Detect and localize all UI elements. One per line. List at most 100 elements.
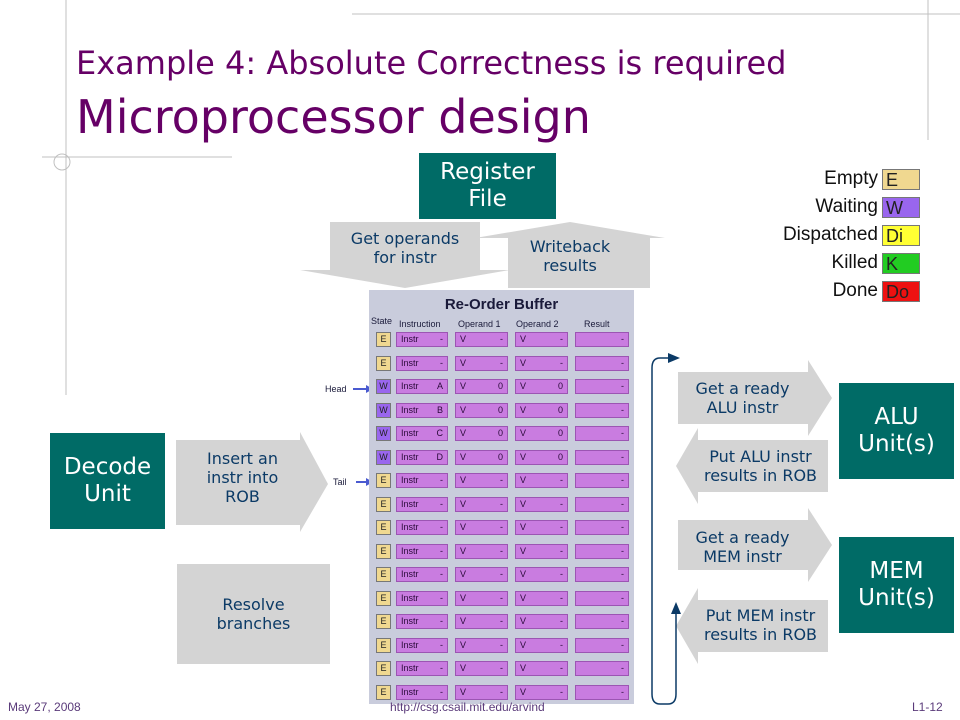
- rob-row-operand1: V-: [455, 332, 508, 347]
- rob-title: Re-Order Buffer: [444, 296, 559, 313]
- rob-row-operand2: V-: [515, 496, 568, 512]
- rob-row-instruction-right: C: [436, 428, 444, 438]
- rob-row-operand1-left: V: [460, 545, 467, 556]
- rob-row-operand1-right: -: [500, 616, 503, 626]
- rob-row-instruction-left: Instr: [401, 616, 419, 626]
- rob-row-operand2: V-: [515, 661, 568, 676]
- rob-row-operand2-right: -: [560, 569, 563, 579]
- rob-row-state: E: [376, 332, 391, 347]
- rob-row-operand1-left: V: [460, 686, 467, 697]
- rob-row-operand1: V-: [455, 473, 508, 488]
- rob-row-result: -: [575, 496, 629, 512]
- col-instruction: Instruction: [399, 319, 441, 329]
- get-ready-mem-label: Get a ready MEM instr: [695, 528, 790, 566]
- col-state: State: [371, 316, 393, 326]
- rob-row-operand1-right: 0: [497, 451, 503, 462]
- rob-row-instruction: Instr-: [396, 332, 448, 347]
- rob-row-result: -: [575, 355, 629, 371]
- rob-row-operand1-right: -: [500, 357, 503, 368]
- rob-row-operand1-right: -: [500, 686, 503, 697]
- rob-row-operand2-right: 0: [557, 404, 563, 415]
- rob-row-state: E: [376, 637, 391, 653]
- alu-unit-block: ALU Unit(s): [839, 383, 954, 479]
- get-operands-label: Get operands for instr: [350, 229, 460, 267]
- rob-row-operand1-right: 0: [497, 381, 503, 391]
- rob-row-operand1: V-: [455, 567, 508, 582]
- rob-row-instruction-right: D: [436, 451, 444, 462]
- rob-row-instruction-left: Instr: [401, 639, 419, 650]
- rob-row-operand2-right: -: [560, 522, 563, 532]
- rob-row-operand2-left: V: [520, 522, 527, 532]
- insert-instr-label: Insert an instr into ROB: [206, 449, 279, 506]
- rob-row-operand1: V-: [455, 614, 508, 629]
- rob-row-operand2-right: -: [560, 592, 563, 603]
- rob-row-operand1: V-: [455, 520, 508, 535]
- legend-label-1: Waiting: [815, 196, 878, 217]
- rob-row-result: -: [575, 520, 629, 535]
- rob-row-result: -: [575, 473, 629, 488]
- rob-row-result: -: [575, 567, 629, 582]
- rob-row-operand1: V-: [455, 590, 508, 606]
- rob-row-operand2: V-: [515, 473, 568, 488]
- rob-row-instruction-right: -: [440, 334, 443, 344]
- rob-row-instruction-left: Instr: [401, 357, 419, 368]
- rob-row-operand1-right: -: [500, 498, 503, 509]
- rob-row-result: -: [575, 614, 629, 629]
- rob-row-operand1-left: V: [460, 404, 467, 415]
- rob-row-result: -: [575, 637, 629, 653]
- rob-row-operand1-left: V: [460, 451, 467, 462]
- legend-swatch-3: K: [882, 253, 920, 274]
- rob-row-operand1-right: 0: [497, 428, 503, 438]
- rob-row-instruction-right: -: [440, 475, 443, 485]
- rob-row-instruction-left: Instr: [401, 686, 419, 697]
- rob-row-instruction-left: Instr: [401, 381, 419, 391]
- rob-row-operand2-left: V: [520, 592, 527, 603]
- rob-row-operand1-left: V: [460, 569, 467, 579]
- rob-row-operand2-right: 0: [557, 451, 563, 462]
- rob-row-operand2-left: V: [520, 639, 527, 650]
- rob-row-result: -: [575, 426, 629, 441]
- rob-row-state: E: [376, 567, 391, 582]
- rob-row-operand1-left: V: [460, 498, 467, 509]
- register-file-block: Register File: [419, 153, 556, 219]
- rob-row-operand2: V-: [515, 590, 568, 606]
- rob-row-state: E: [376, 520, 391, 535]
- rob-row-operand1-left: V: [460, 357, 467, 368]
- rob-row-instruction: Instr-: [396, 661, 448, 676]
- rob-row-operand1-right: -: [500, 475, 503, 485]
- rob-row-instruction-right: -: [440, 357, 443, 368]
- rob-row-operand2: V-: [515, 614, 568, 629]
- rob-row-result: -: [575, 449, 629, 465]
- rob-row-instruction: Instr -: [396, 355, 448, 371]
- get-ready-alu-label: Get a ready ALU instr: [695, 379, 790, 417]
- rob-row-operand2-right: -: [560, 545, 563, 556]
- rob-row-operand2-right: -: [560, 334, 563, 344]
- rob-row-result: -: [575, 543, 629, 559]
- rob-row-state: E: [376, 543, 391, 559]
- legend-swatch-0: E: [882, 169, 920, 190]
- rob-row-instruction-left: Instr: [401, 428, 419, 438]
- rob-row-operand1-left: V: [460, 428, 467, 438]
- put-mem-label: Put MEM instr results in ROB: [703, 606, 818, 644]
- rob-row-instruction: Instr-: [396, 567, 448, 582]
- resolve-branches-block: Resolve branches: [177, 564, 330, 664]
- rob-row-state: E: [376, 355, 391, 371]
- legend-swatch-1: W: [882, 197, 920, 218]
- rob-row-instruction-right: -: [440, 639, 443, 650]
- rob-row-operand2-right: -: [560, 639, 563, 650]
- decode-unit-block: Decode Unit: [50, 433, 165, 529]
- rob-row-instruction: Instr-: [396, 520, 448, 535]
- col-result: Result: [584, 319, 610, 329]
- rob-row-instruction: Instr-: [396, 473, 448, 488]
- rob-row-result: -: [575, 332, 629, 347]
- rob-row-instruction-left: Instr: [401, 522, 419, 532]
- rob-row-instruction: Instr-: [396, 543, 448, 559]
- rob-row-instruction-left: Instr: [401, 404, 419, 415]
- rob-row-state: E: [376, 590, 391, 606]
